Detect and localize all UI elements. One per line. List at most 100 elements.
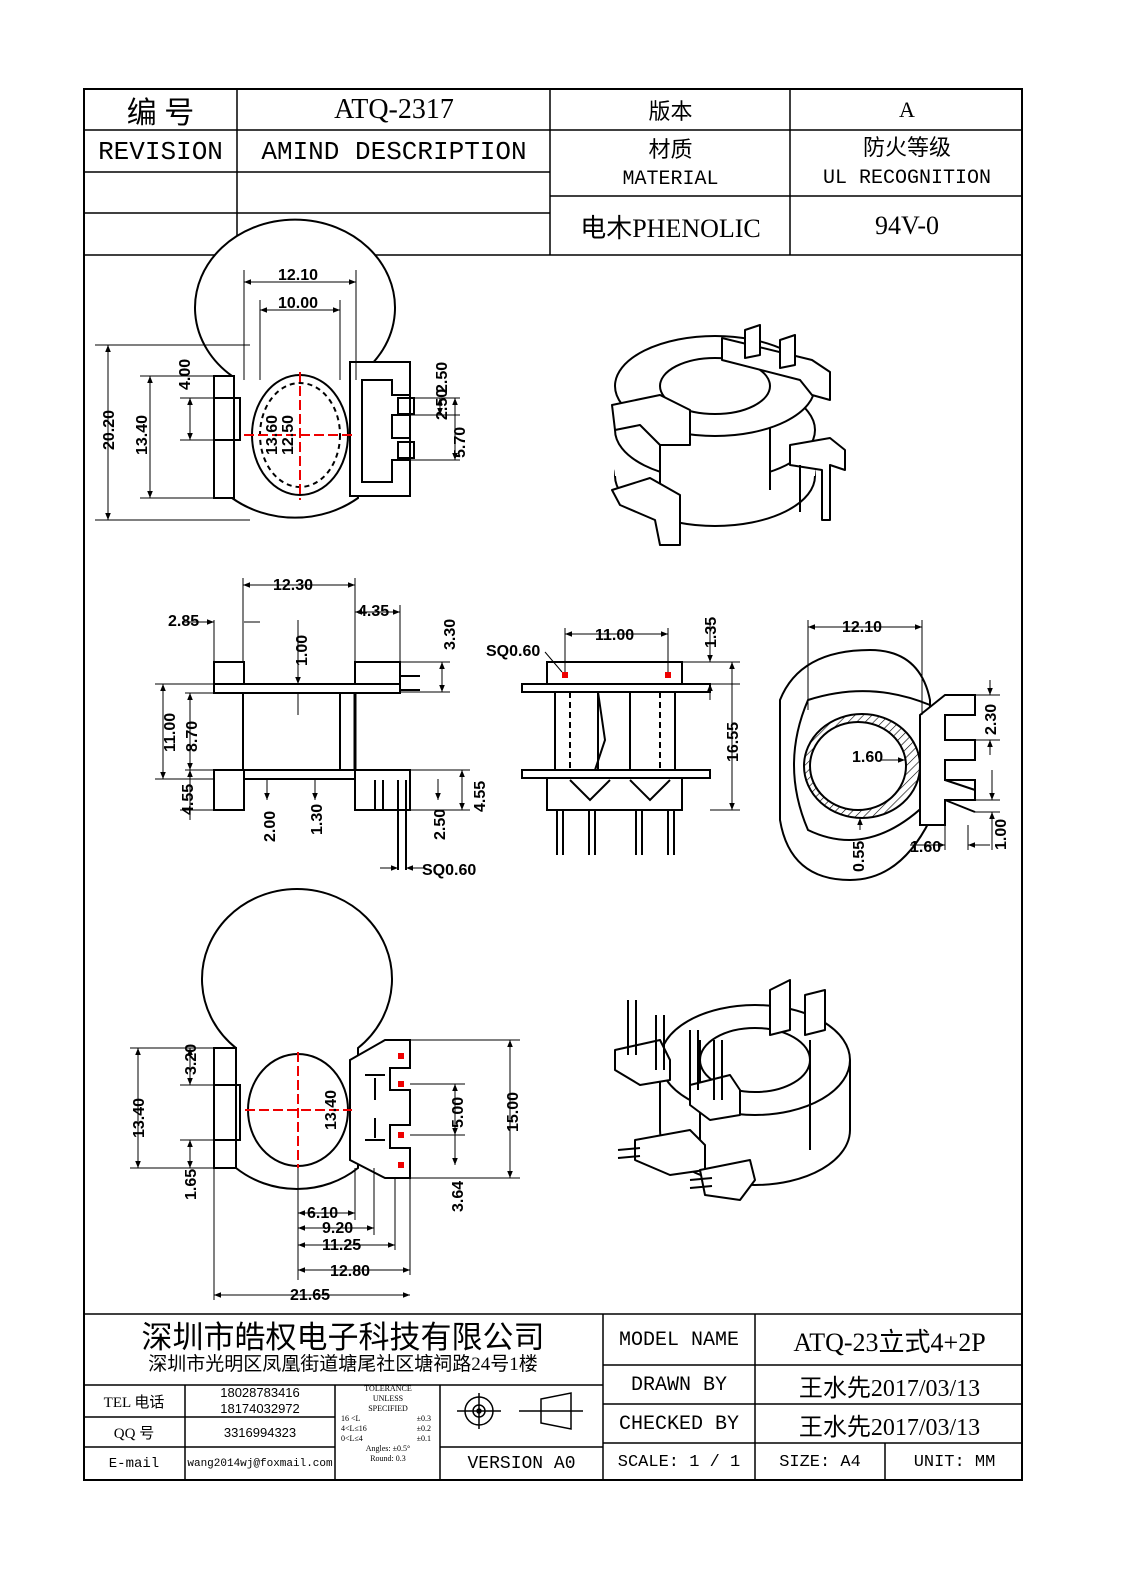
dimension-label: 11.00 <box>162 713 179 752</box>
side-view <box>521 661 711 855</box>
dimension-label: 2.85 <box>168 613 199 630</box>
tel-1: 18028783416 <box>220 1385 300 1400</box>
dimension-label: 12.80 <box>330 1263 370 1280</box>
top-view <box>194 218 415 519</box>
dimension-label: 11.00 <box>595 627 634 644</box>
company-address: 深圳市光明区凤凰街道塘尾社区塘祠路24号1楼 <box>148 1353 538 1375</box>
version-label: 版本 <box>648 98 693 124</box>
title-block-grid <box>83 1313 1023 1481</box>
part-number: ATQ-2317 <box>334 93 454 125</box>
bottom-view <box>201 888 411 1190</box>
dimension-label: 2.50 <box>432 809 449 840</box>
dimension-label: 12.10 <box>842 619 882 636</box>
version-value: A <box>899 96 915 122</box>
unit-label: UNIT: MM <box>913 1452 996 1472</box>
dimension-label: SQ0.60 <box>486 643 540 660</box>
dimension-label: 12.10 <box>278 267 318 284</box>
dimension-label: 15.00 <box>505 1092 522 1132</box>
dimension-label: 6.10 <box>307 1205 338 1222</box>
dimension-label: 3.64 <box>450 1181 467 1212</box>
top-view-dim-labels: 12.10 10.00 20.20 13.40 4.00 13.60 12.50… <box>101 267 469 458</box>
side-view-pins <box>562 672 671 678</box>
dimension-label: 2.30 <box>983 704 1000 735</box>
dimension-label: 1.65 <box>183 1169 200 1200</box>
tolerance-box: TOLERANCE UNLESS SPECIFIED 16 <L±0.3 4<L… <box>337 1384 439 1480</box>
fire-value: 94V-0 <box>874 211 940 240</box>
dimension-label: 4.55 <box>472 781 489 812</box>
dimension-label: 1.60 <box>852 749 883 766</box>
drawing-frame <box>83 88 1023 1481</box>
checked-value: 王水先2017/03/13 <box>798 1414 981 1441</box>
dimension-label: 5.00 <box>450 1097 467 1128</box>
dimension-label: 4.55 <box>180 784 197 815</box>
material-en: MATERIAL <box>622 167 719 191</box>
dimension-label: 13.60 <box>264 415 281 455</box>
dimension-label: SQ0.60 <box>422 862 476 879</box>
material-cn: 材质 <box>648 137 693 162</box>
size-label: SIZE: A4 <box>779 1452 861 1472</box>
dimension-label: 0.55 <box>851 841 868 872</box>
tol-row: 16 <L±0.3 <box>341 1414 431 1423</box>
dimension-label: 16.55 <box>725 722 742 762</box>
dimension-label: 12.50 <box>280 415 297 455</box>
dimension-label: 1.00 <box>294 635 311 666</box>
dimension-label: 21.65 <box>290 1287 330 1304</box>
dimension-label: 13.40 <box>131 1098 148 1138</box>
dimension-label: 2.50 <box>434 389 451 420</box>
drawing-area: 12.10 10.00 20.20 13.40 4.00 13.60 12.50… <box>95 218 1010 1304</box>
dimension-label: 1.35 <box>703 617 720 648</box>
checked-label: CHECKED BY <box>618 1412 740 1436</box>
top-view-centerlines <box>244 372 356 500</box>
dimension-label: 4.35 <box>358 603 389 620</box>
dimension-label: 13.40 <box>323 1090 340 1130</box>
side-view-dim-labels: SQ0.60 11.00 1.35 16.55 <box>486 617 742 762</box>
dimension-label: 1.30 <box>309 804 326 835</box>
email-value[interactable]: wang2014wj@foxmail.com <box>187 1458 333 1470</box>
dimension-label: 2.50 <box>434 362 451 393</box>
company-name: 深圳市皓权电子科技有限公司 <box>141 1319 545 1355</box>
dimension-label: 13.40 <box>134 415 151 455</box>
section-view-dim-labels: 12.10 2.30 1.60 0.55 1.60 1.00 <box>842 619 1010 872</box>
model-label: MODEL NAME <box>618 1328 740 1352</box>
dimension-label: 1.60 <box>910 839 941 856</box>
dimension-label: 12.30 <box>273 577 313 594</box>
side-view-dims <box>544 620 740 811</box>
scale-label: SCALE: 1 / 1 <box>617 1452 741 1472</box>
isometric-view-top <box>611 324 846 546</box>
dimension-label: 4.00 <box>177 359 194 390</box>
dimension-label: 3.20 <box>183 1044 200 1075</box>
bottom-view-pins <box>398 1053 404 1168</box>
front-view-dims <box>155 578 470 871</box>
tel-label: TEL 电话 <box>103 1395 165 1411</box>
dimension-label: 1.00 <box>993 819 1010 850</box>
dimension-label: 9.20 <box>322 1220 353 1237</box>
top-view-dims <box>95 270 460 521</box>
qq-label: QQ 号 <box>113 1426 155 1442</box>
fire-en: UL RECOGNITION <box>822 166 992 190</box>
isometric-view-bottom <box>614 979 851 1201</box>
dimension-label: 11.25 <box>322 1237 361 1254</box>
email-label: E-mail <box>108 1456 160 1472</box>
number-label: 编 号 <box>126 96 195 130</box>
bottom-view-dim-labels: 3.20 13.40 1.65 13.40 5.00 15.00 3.64 6.… <box>131 1044 522 1304</box>
dimension-label: 10.00 <box>278 295 318 312</box>
section-view-dims <box>807 620 1000 850</box>
fire-cn: 防火等级 <box>862 135 951 160</box>
tol-row: 0<L≤4±0.1 <box>341 1434 431 1443</box>
qq-value: 3316994323 <box>223 1425 297 1440</box>
projection-symbol-icon <box>457 1392 583 1430</box>
drawn-value: 王水先2017/03/13 <box>798 1375 981 1402</box>
dimension-label: 20.20 <box>101 410 118 450</box>
revision-label: REVISION <box>98 136 223 167</box>
dimension-label: 8.70 <box>184 721 201 752</box>
dimension-label: 3.30 <box>442 619 459 650</box>
model-value: ATQ-23立式4+2P <box>793 1327 986 1357</box>
material-value: 电木PHENOLIC <box>580 213 761 243</box>
front-view-dim-labels: 12.30 2.85 4.35 1.00 3.30 11.00 8.70 4.5… <box>162 577 489 879</box>
version-label-block: VERSION A0 <box>467 1454 576 1474</box>
drawn-label: DRAWN BY <box>630 1373 727 1397</box>
amend-label: AMIND DESCRIPTION <box>261 136 527 167</box>
dimension-label: 5.70 <box>452 427 469 458</box>
tol-row: 4<L≤16±0.2 <box>341 1424 431 1433</box>
tel-2: 18174032972 <box>220 1401 300 1416</box>
